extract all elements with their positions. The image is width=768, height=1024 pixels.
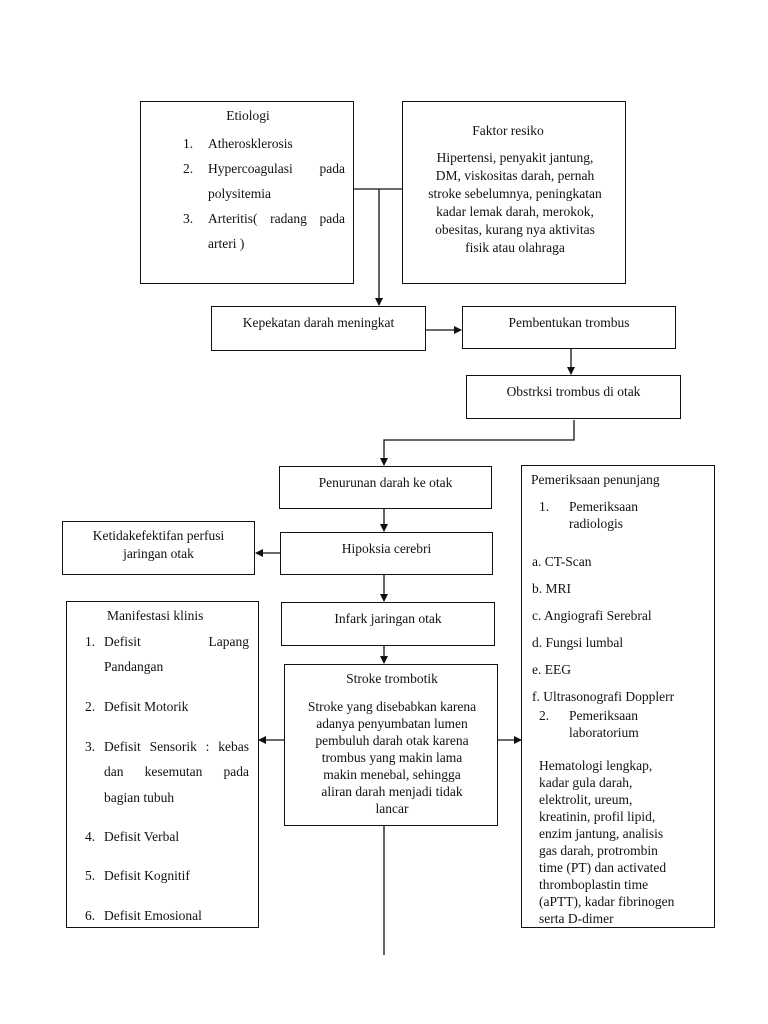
pembentukan-label: Pembentukan trombus [508, 315, 630, 330]
perfusi-label-line2: jaringan otak [123, 545, 194, 561]
pembentukan-box: Pembentukan trombus [462, 306, 676, 349]
penunjang-test-list: a. CT-Scan b. MRI c. Angiografi Serebral… [532, 548, 674, 710]
manifestasi-title: Manifestasi klinis [107, 608, 204, 623]
stroke-description: Stroke yang disebabkan karena adanya pen… [307, 699, 477, 816]
kepekatan-box: Kepekatan darah meningkat [211, 306, 426, 351]
penunjang-test-item: f. Ultrasonografi Dopplerr [532, 689, 675, 704]
penunjang-test-item: d. Fungsi lumbal [532, 635, 624, 650]
penunjang-lab-details: Hematologi lengkap, kadar gula darah, el… [539, 758, 675, 926]
infark-box: Infark jaringan otak [281, 602, 495, 646]
penurunan-box: Penurunan darah ke otak [279, 466, 492, 509]
perfusi-label-line1: Ketidakefektifan perfusi [92, 528, 225, 543]
penurunan-label: Penurunan darah ke otak [318, 475, 453, 490]
faktor-resiko-title: Faktor resiko [472, 123, 544, 138]
obstruksi-to-penurunan-arrow [380, 420, 575, 466]
penunjang-test-item: e. EEG [532, 662, 571, 677]
penunjang-test-item: a. CT-Scan [532, 554, 592, 569]
obstruksi-box: Obstrksi trombus di otak [466, 375, 681, 419]
manifestasi-box: Manifestasi klinis 1. Defisit Lapang Pan… [66, 601, 259, 928]
penunjang-test-item: b. MRI [532, 581, 572, 596]
faktor-resiko-box: Faktor resiko Hipertensi, penyakit jantu… [402, 101, 626, 284]
stroke-box: Stroke trombotik Stroke yang disebabkan … [284, 664, 498, 826]
etiologi-title: Etiologi [226, 108, 270, 123]
penunjang-test-item: c. Angiografi Serebral [532, 608, 652, 623]
hipoksia-box: Hipoksia cerebri [280, 532, 493, 575]
hipoksia-label: Hipoksia cerebri [341, 541, 432, 556]
penunjang-title: Pemeriksaan penunjang [531, 472, 660, 487]
faktor-resiko-text: Hipertensi, penyakit jantung, DM, viskos… [428, 150, 602, 255]
etiologi-box: Etiologi 1. Atherosklerosis 2. Hypercoag… [140, 101, 354, 284]
kepekatan-label: Kepekatan darah meningkat [242, 315, 395, 330]
obstruksi-label: Obstrksi trombus di otak [506, 384, 641, 399]
perfusi-box: Ketidakefektifan perfusi jaringan otak [62, 521, 255, 575]
infark-label: Infark jaringan otak [334, 611, 442, 626]
stroke-title: Stroke trombotik [346, 671, 438, 686]
penunjang-box: Pemeriksaan penunjang 1. Pemeriksaan rad… [521, 465, 715, 928]
